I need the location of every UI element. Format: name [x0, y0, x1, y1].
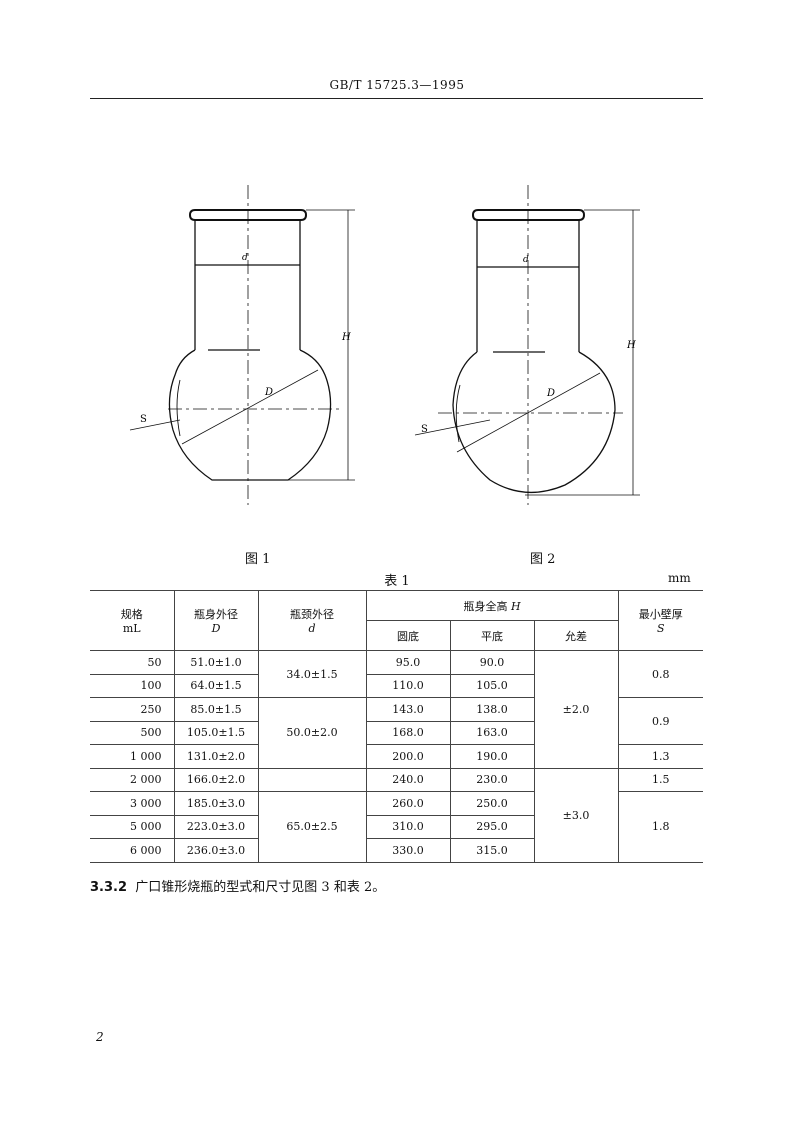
- cell-flat: 315.0: [449, 838, 534, 863]
- page-number: 2: [96, 1030, 104, 1044]
- table-row: 250 85.0±1.5 50.0±2.0 143.0 138.0 0.9: [90, 697, 703, 769]
- cell-D: 64.0±1.5: [173, 673, 259, 698]
- figure-2-caption: 图 2: [530, 552, 556, 567]
- cell-spec: 3 000: [90, 791, 175, 816]
- cell-wall: 1.5: [617, 767, 703, 792]
- cell-flat: 250.0: [449, 791, 535, 816]
- cell-round: 260.0: [365, 791, 451, 816]
- cell-D: 105.0±1.5: [173, 720, 259, 745]
- cell-spec: 500: [90, 720, 175, 745]
- cell-D: 185.0±3.0: [173, 791, 259, 816]
- header-rule: [90, 98, 703, 99]
- cell-neck: 65.0±2.5: [257, 791, 367, 863]
- cell-spec: 50: [90, 650, 175, 675]
- cell-D: 166.0±2.0: [173, 767, 259, 792]
- cell-wall: 1.8: [617, 791, 703, 863]
- cell-flat: 230.0: [449, 767, 535, 792]
- figure-1-drawing: d D H S: [129, 185, 355, 505]
- cell-D: 236.0±3.0: [173, 838, 259, 863]
- clause-text: 广口锥形烧瓶的型式和尺寸见图 3 和表 2。: [135, 880, 386, 895]
- cell-D: 131.0±2.0: [173, 744, 259, 769]
- cell-spec: 5 000: [90, 814, 175, 839]
- header-height: 瓶身全高 H: [365, 590, 619, 621]
- table-row: 3 000 185.0±3.0 65.0±2.5 260.0 250.0 1.8: [90, 791, 703, 863]
- table-row: 50 51.0±1.0 34.0±1.5 95.0 90.0 ±2.0 0.8: [90, 650, 703, 769]
- cell-round: 95.0: [365, 650, 451, 675]
- table-row: 1 000 131.0±2.0 200.0 190.0 1.3: [90, 744, 703, 769]
- cell-wall: 0.8: [617, 650, 703, 698]
- cell-flat: 295.0: [449, 814, 534, 839]
- fig1-label-H: H: [341, 332, 351, 343]
- cell-flat: 90.0: [449, 650, 535, 675]
- cell-neck: 34.0±1.5: [257, 650, 367, 698]
- cell-tol: ±2.0: [533, 650, 619, 769]
- cell-round: 240.0: [365, 767, 451, 792]
- cell-round: 110.0: [365, 673, 451, 698]
- cell-spec: 100: [90, 673, 175, 698]
- cell-tol: ±3.0: [533, 767, 619, 863]
- cell-neck-empty: [257, 767, 367, 792]
- cell-round: 330.0: [365, 838, 451, 863]
- fig2-label-D: D: [546, 388, 555, 399]
- fig1-label-S: S: [140, 414, 147, 425]
- cell-flat: 138.0: [449, 697, 535, 722]
- table-row: 2 000 166.0±2.0 240.0 230.0 ±3.0 1.5: [90, 767, 703, 863]
- cell-spec: 6 000: [90, 838, 175, 863]
- table-title: 表 1: [384, 574, 410, 589]
- clause-number: 3.3.2: [90, 880, 128, 895]
- figure-1-caption: 图 1: [245, 552, 271, 567]
- document-header: GB/T 15725.3—1995: [329, 78, 465, 92]
- cell-round: 168.0: [365, 720, 451, 745]
- figure-2-drawing: d D H S: [414, 185, 640, 505]
- cell-spec: 2 000: [90, 767, 175, 792]
- table-row: 500 105.0±1.5 168.0 163.0: [90, 720, 703, 745]
- fig2-label-S: S: [421, 424, 428, 435]
- cell-round: 310.0: [365, 814, 451, 839]
- cell-spec: 1 000: [90, 744, 175, 769]
- cell-flat: 105.0: [449, 673, 534, 698]
- table-row: 5 000 223.0±3.0 310.0 295.0: [90, 814, 703, 839]
- fig2-label-d: d: [523, 255, 529, 265]
- cell-D: 223.0±3.0: [173, 814, 259, 839]
- cell-flat: 190.0: [449, 744, 535, 769]
- table-row: 6 000 236.0±3.0 330.0 315.0: [90, 838, 703, 863]
- cell-wall: 0.9: [617, 697, 703, 745]
- cell-round: 200.0: [365, 744, 451, 769]
- header-tol: 允差: [533, 620, 618, 651]
- clause-paragraph: 3.3.2 广口锥形烧瓶的型式和尺寸见图 3 和表 2。: [90, 876, 385, 895]
- fig1-label-D: D: [264, 387, 273, 398]
- cell-flat: 163.0: [449, 720, 534, 745]
- cell-D: 85.0±1.5: [173, 697, 259, 722]
- cell-spec: 250: [90, 697, 175, 722]
- header-flat: 平底: [449, 620, 535, 651]
- header-round: 圆底: [366, 620, 451, 651]
- table-unit: mm: [668, 571, 691, 585]
- cell-wall: 1.3: [617, 744, 703, 769]
- cell-D: 51.0±1.0: [173, 650, 259, 675]
- cell-round: 143.0: [365, 697, 451, 722]
- fig1-label-d: d: [242, 253, 248, 263]
- fig2-label-H: H: [626, 340, 636, 351]
- cell-neck: 50.0±2.0: [257, 697, 367, 769]
